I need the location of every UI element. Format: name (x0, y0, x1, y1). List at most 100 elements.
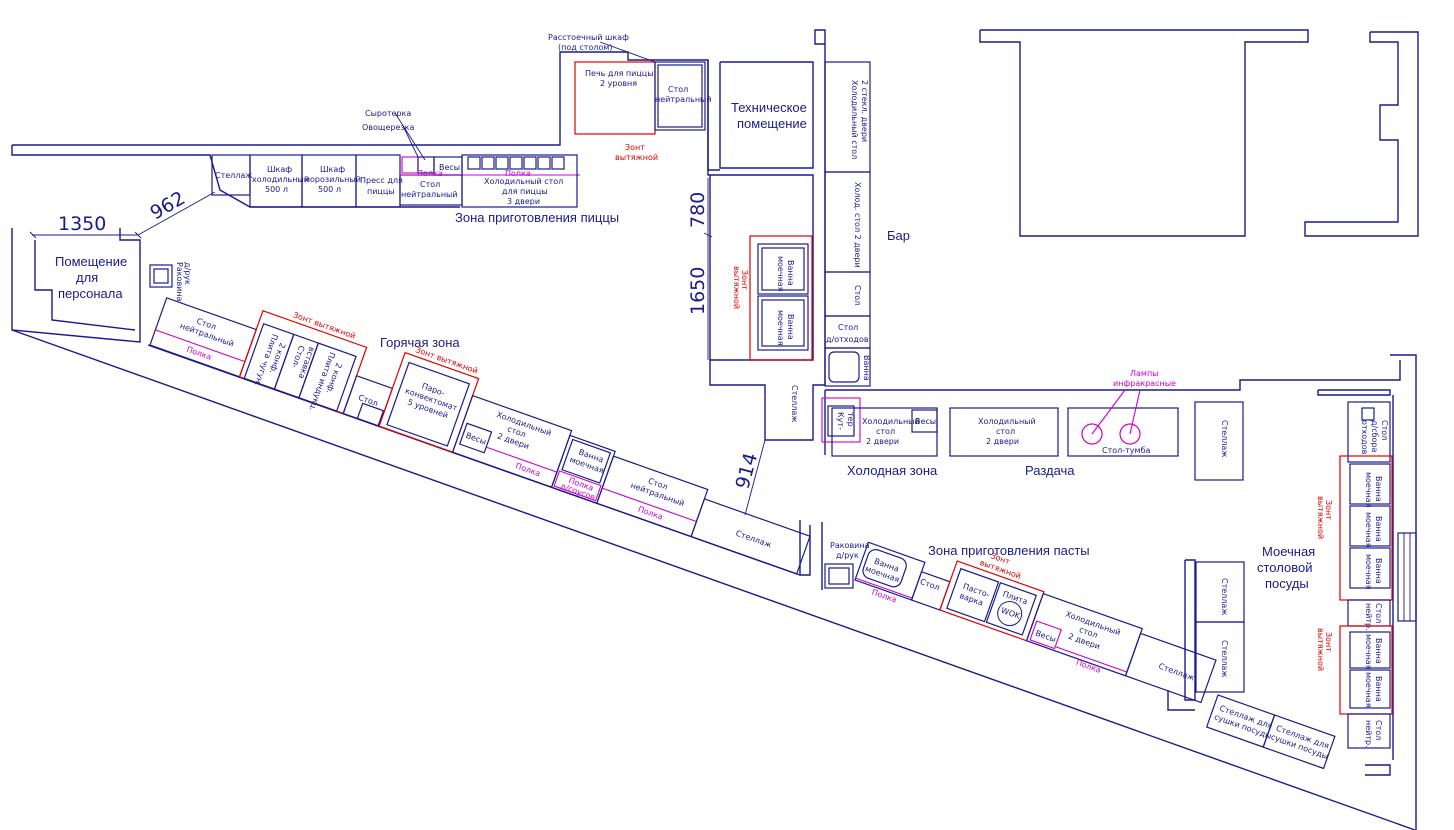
pizza-neutral-label2: нейтральный (401, 190, 458, 199)
dishwash-equipment: Стол д/сбора отходов Зонт вытяжной Ванна… (1316, 401, 1393, 749)
side-rack1-label: Стеллаж (1220, 578, 1229, 616)
cold-pizza-label1: Холодильный стол (484, 177, 563, 186)
pasta-scales-label: Весы (1034, 629, 1057, 645)
building-walls (11, 29, 1419, 830)
dish-sink4-label2: моечная (1364, 634, 1373, 670)
central-sink2-label2: моечная (776, 310, 785, 346)
dishwash-line1: Моечная (1262, 544, 1315, 559)
bar-waste-label1: Стол (838, 323, 858, 332)
oven-hood-label1: Зонт (625, 143, 645, 152)
zone-pizza: Зона приготовления пиццы (455, 210, 619, 225)
tech-room-line2: помещение (737, 116, 807, 131)
pedestal-label: Стол-тумба (1102, 446, 1151, 455)
pasta-shelf2: Полка (1075, 658, 1102, 675)
dish-sink3-label1: Ванна (1374, 558, 1383, 584)
central-hood-label2: вытяжной (732, 266, 741, 309)
oven-label1: Печь для пиццы (585, 69, 654, 78)
dish-hood2-label2: вытяжной (1316, 628, 1325, 671)
cold-pizza-label3: 3 двери (507, 197, 540, 206)
pasta-side-racks: Стеллаж Стеллаж (1195, 561, 1245, 693)
zone-cold: Холодная зона (847, 463, 938, 478)
hot-rack-label: Стеллаж (734, 529, 772, 550)
pizza-neutral-label1: Стол (420, 180, 440, 189)
dish-neutral1-label1: Стол (1374, 603, 1383, 623)
dishwash-line3: посуды (1265, 576, 1309, 591)
gn-containers (467, 156, 565, 170)
pizza-shelf2: Полка (505, 169, 531, 178)
bar-table-label: Стол (853, 285, 862, 305)
fridge-cab-label2: холодильный (252, 175, 309, 184)
dim-914: 914 (732, 451, 763, 492)
pasta-table-label: Стол (919, 577, 941, 592)
zone-hot: Горячая зона (380, 335, 460, 350)
dim-1650: 1650 (687, 267, 709, 315)
dish-neutral1-label2: нейтр. (1364, 603, 1373, 631)
dish-sink5-label1: Ванна (1374, 676, 1383, 702)
dish-hood1-label2: вытяжной (1316, 496, 1325, 539)
proofing-label2: (под столом) (558, 43, 612, 52)
dish-sink3-label2: моечная (1364, 554, 1373, 590)
central-sink2-label1: Ванна (786, 314, 795, 340)
pizza-scales-label: Весы (439, 163, 460, 172)
disposal-label3: отходов (1360, 420, 1369, 455)
zone-labels: Зона приготовления пиццы Горячая зона Хо… (55, 100, 1315, 591)
drying-racks: Стеллаж для сушки посуды Стеллаж для суш… (1205, 694, 1336, 770)
ir-lamps-label2: инфракрасные (1113, 379, 1176, 388)
hot-hood1: Зонт вытяжной (292, 310, 357, 340)
zone-serving: Раздача (1025, 463, 1075, 478)
dim-1350: 1350 (58, 213, 106, 235)
oven-hood-label2: вытяжной (615, 153, 658, 162)
freezer-label2: морозильный (304, 175, 361, 184)
dish-sink1-label2: моечная (1364, 472, 1373, 508)
bar-cold-glass-label2: 2 стекл. двери (860, 80, 869, 142)
cutter-label1: Кут- (836, 412, 845, 430)
handsink-pasta-label1: Раковина (830, 541, 870, 550)
hot-scales-label: Весы (465, 431, 488, 447)
disposal-label2: д/сбора (1370, 420, 1379, 453)
serving-table-label2: стол (996, 427, 1015, 436)
pizza-zone-equipment: Стеллаж Шкаф холодильный 500 л Шкаф моро… (211, 33, 712, 208)
oven-neutral-label1: Стол (668, 85, 688, 94)
cold-zone-equipment: Кут- тер Холодильный стол 2 двери Весы Х… (821, 369, 1244, 481)
wok-label2: WOK (1000, 606, 1022, 621)
zone-bar: Бар (887, 228, 910, 243)
bar-waste-label2: д/отходов (826, 335, 869, 344)
pasta-line: Ванна моечная Полка Стол Зонт вытяжной П… (854, 541, 1217, 704)
dish-sink4-label1: Ванна (1374, 638, 1383, 664)
cutter-label2: тер (846, 412, 855, 427)
proofing-label1: Расстоечный шкаф (548, 33, 629, 42)
bar-cold-label: Холод. стол 2 двери (853, 182, 862, 268)
dish-neutral2-label2: нейтр. (1364, 720, 1373, 748)
coldzone-table-label3: 2 двери (866, 437, 899, 446)
coldzone-table-label2: стол (876, 427, 895, 436)
freezer-label1: Шкаф (320, 165, 345, 174)
bar-sink-label: Ванна (862, 355, 871, 381)
dish-neutral2-label1: Стол (1374, 720, 1383, 740)
coldzone-scales-label: Весы (915, 417, 936, 426)
staff-room-line1: Помещение (55, 254, 127, 269)
serving-table-label3: 2 двери (986, 437, 1019, 446)
fridge-cab-label3: 500 л (265, 185, 288, 194)
tech-room-line1: Техническое (731, 100, 807, 115)
fridge-cab-label1: Шкаф (267, 165, 292, 174)
grater-label: Сыротерка (365, 109, 411, 118)
serving-table-label1: Холодильный (978, 417, 1036, 426)
bar-equipment: Холодильный стол 2 стекл. двери Холод. с… (824, 61, 871, 387)
coldzone-table-label1: Холодильный (862, 417, 920, 426)
zone-pasta: Зона приготовления пасты (928, 543, 1090, 558)
pasta-rack-label: Стеллаж (1157, 662, 1195, 683)
dish-hood2-label1: Зонт (1324, 632, 1333, 652)
serving-rack-label: Стеллаж (1220, 420, 1229, 458)
dish-sink2-label2: моечная (1364, 512, 1373, 548)
dish-hood1-label1: Зонт (1324, 500, 1333, 520)
ir-lamps-label1: Лампы (1130, 369, 1159, 378)
central-sink-area: Зонт вытяжной Ванна моечная Ванна моечна… (732, 235, 813, 423)
disposal-label1: Стол (1380, 420, 1389, 440)
hot-zone-equipment: Стол нейтральный Полка Зонт вытяжной Пли… (149, 297, 811, 575)
pasta-zone-equipment: Раковина д/рук (824, 541, 870, 589)
staff-room-line3: персонала (58, 286, 123, 301)
dish-sink1-label1: Ванна (1374, 476, 1383, 502)
press-label2: пиццы (367, 187, 395, 196)
freezer-label3: 500 л (318, 185, 341, 194)
